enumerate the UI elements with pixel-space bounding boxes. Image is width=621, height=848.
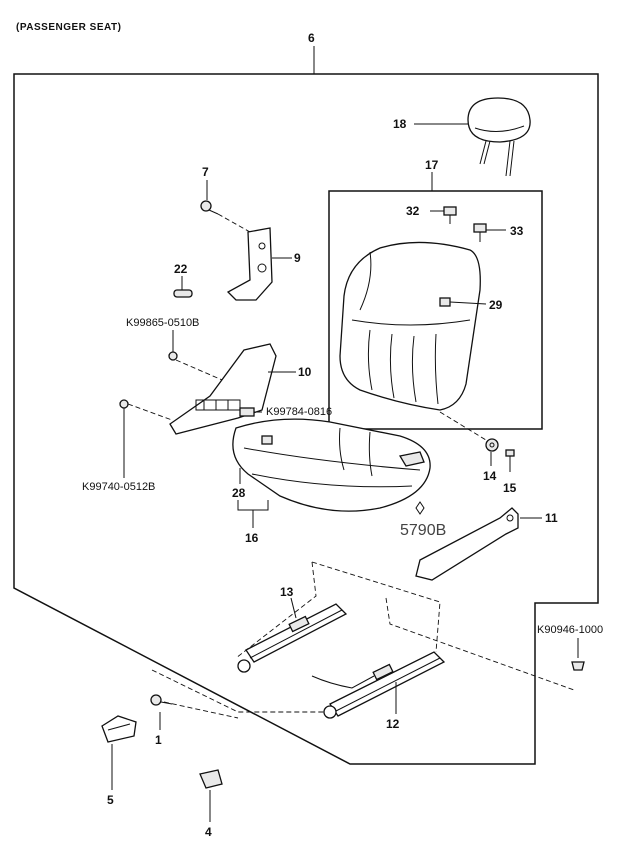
- bolt-15: [505, 449, 515, 472]
- callout-11: 11: [545, 511, 558, 525]
- code-k99865: K99865-0510B: [126, 317, 199, 329]
- callout-14: 14: [483, 469, 497, 483]
- callout-12: 12: [386, 717, 400, 731]
- callout-6: 6: [308, 31, 315, 45]
- callout-18: 18: [393, 117, 407, 131]
- screw-k99865: [168, 351, 178, 361]
- callout-17: 17: [425, 158, 439, 172]
- seatback-frame: [328, 190, 543, 430]
- seat-rail-12: [311, 651, 446, 719]
- seatback-cushion: [339, 241, 481, 411]
- code-k90946: K90946-1000: [537, 624, 603, 636]
- cap-4: [199, 769, 223, 789]
- seat-cushion-16: [232, 418, 431, 512]
- bolt-1: [150, 694, 173, 706]
- clip-29: [439, 297, 451, 307]
- nut-k90946: [571, 661, 585, 671]
- callout-7: 7: [202, 165, 209, 179]
- callout-4: 4: [205, 825, 212, 839]
- headrest: [467, 97, 531, 177]
- code-k99740: K99740-0512B: [82, 481, 155, 493]
- stamp-5790b: 5790B: [400, 522, 446, 539]
- code-k99784: K99784-0816: [266, 406, 332, 418]
- clip-33: [473, 223, 487, 242]
- callout-15: 15: [503, 481, 517, 495]
- bolt-k99784: [239, 407, 262, 417]
- side-cover-10: [169, 343, 277, 435]
- rail-cover-5: [101, 715, 137, 743]
- screw-k99740: [119, 399, 129, 409]
- callout-33: 33: [510, 224, 524, 238]
- callout-29: 29: [489, 298, 503, 312]
- callout-22: 22: [174, 262, 188, 276]
- assembly-frame: [13, 73, 599, 765]
- callout-1: 1: [155, 733, 162, 747]
- callout-32: 32: [406, 204, 420, 218]
- callout-5: 5: [107, 793, 114, 807]
- clip-32: [443, 206, 457, 224]
- callout-16: 16: [245, 531, 259, 545]
- recliner-bracket-9: [226, 227, 273, 301]
- callout-28: 28: [232, 486, 246, 500]
- callout-13: 13: [280, 585, 294, 599]
- pin-22: [173, 289, 193, 298]
- diagram-caption: (PASSENGER SEAT): [16, 22, 121, 33]
- callout-9: 9: [294, 251, 301, 265]
- bolt-7: [200, 200, 219, 215]
- seat-rail-13: [237, 603, 348, 673]
- callout-10: 10: [298, 365, 312, 379]
- nut-14: [485, 438, 499, 452]
- side-bracket-11: [415, 507, 519, 581]
